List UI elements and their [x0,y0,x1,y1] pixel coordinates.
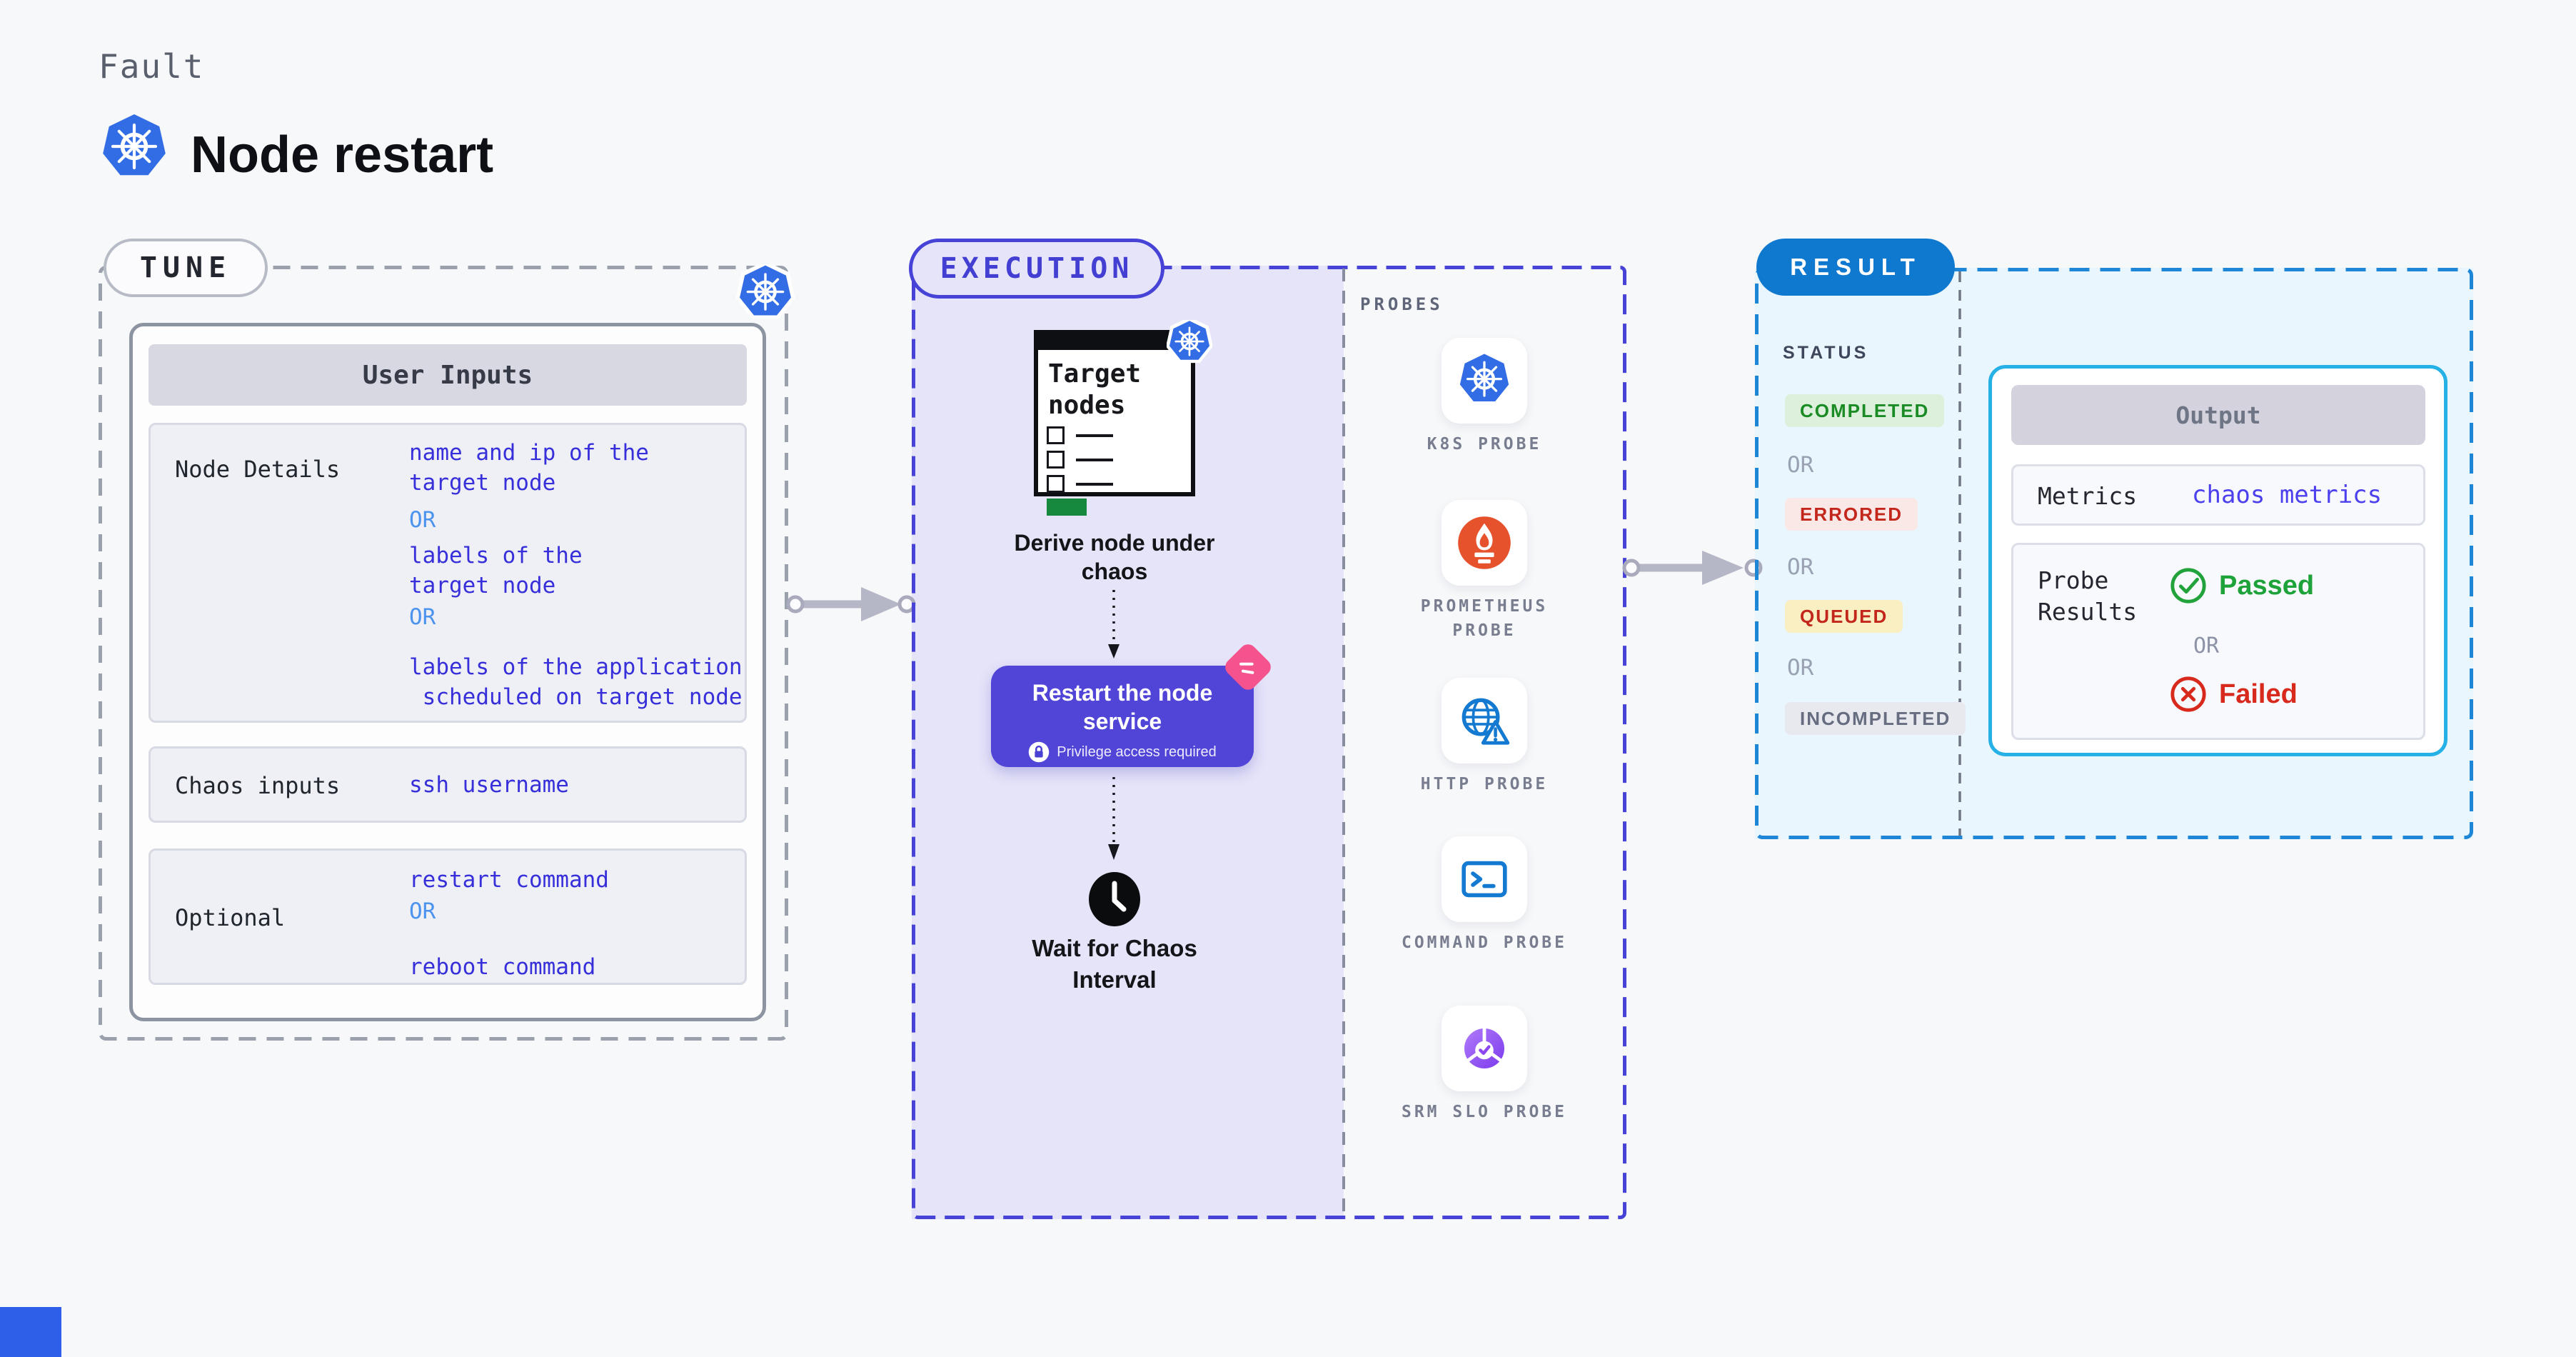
chaos-ribbon-icon [1222,641,1274,693]
status-heading: STATUS [1783,343,1869,363]
input-option: target node [409,470,556,496]
row-label: Optional [175,904,286,931]
row-values: restart command OR reboot command [409,865,745,982]
probe-item-k8s: K8S PROBE [1391,338,1578,456]
input-row-optional: Optional restart command OR reboot comma… [149,848,747,985]
probe-results-row: Probe Results Passed OR Failed [2011,543,2425,740]
flow-arrow-icon [1622,551,1763,585]
lock-icon [1029,741,1050,763]
result-pill: RESULT [1756,239,1955,296]
input-option: name and ip of the [409,440,649,466]
probe-results-label: Probe Results [2038,566,2138,626]
check-circle-icon [2170,568,2206,604]
card-title-bar [1038,334,1191,350]
user-inputs-header: User Inputs [149,344,747,406]
row-values: name and ip of the target node OR labels… [409,438,745,712]
kubernetes-icon [99,113,170,184]
or-label: OR [1787,452,1814,478]
node-checkbox-row [1047,450,1113,469]
probe-item-prometheus: PROMETHEUS PROBE [1391,500,1578,643]
tune-dashed-box [99,266,788,1041]
privilege-note: Privilege access required [991,741,1254,763]
metrics-value: chaos metrics [2192,481,2383,509]
execution-dashed-box [912,266,1626,1219]
restart-step-title: Restart the node service [1032,680,1213,734]
passed-label: Passed [2219,571,2315,601]
probe-card [1442,1006,1527,1091]
slo-donut-check-icon [1464,1027,1504,1068]
probe-label: COMMAND PROBE [1401,933,1567,952]
step-wait-interval: Wait for Chaos Interval [1032,935,1197,993]
metrics-label: Metrics [2038,482,2138,510]
input-row-chaos-inputs: Chaos inputs ssh username [149,746,747,823]
probe-card [1442,836,1527,922]
node-checkbox-row [1047,474,1113,494]
row-label: Chaos inputs [175,772,341,799]
output-header: Output [2011,385,2425,445]
or-label: OR [1787,554,1814,580]
status-badge-completed: COMPLETED [1785,394,1945,427]
output-card: Output Metrics chaos metrics Probe Resul… [1988,365,2447,756]
node-checkbox-row [1047,426,1113,445]
target-nodes-title: Target nodes [1048,359,1142,420]
down-arrow-icon [1108,777,1120,860]
input-option: target node [409,573,556,599]
fault-eyebrow: Fault [99,47,205,86]
probe-label: HTTP PROBE [1420,775,1549,793]
input-option: labels of the [409,543,583,569]
result-dashed-box [1755,268,2473,839]
metrics-row: Metrics chaos metrics [2011,464,2425,526]
status-badge-queued: QUEUED [1785,600,1903,633]
step-derive-node: Derive node under chaos [1014,530,1215,584]
input-row-node-details: Node Details name and ip of the target n… [149,423,747,723]
clock-icon [1089,872,1140,926]
or-label: OR [409,604,436,630]
input-option: labels of the application [409,654,743,680]
or-label: OR [1787,655,1814,681]
status-badge-errored: ERRORED [1785,498,1918,531]
privilege-note-text: Privilege access required [1057,743,1217,760]
status-badge-incompleted: INCOMPLETED [1785,702,1966,735]
restart-node-step: Restart the node service Privilege acces… [991,666,1254,767]
user-inputs-table: User Inputs Node Details name and ip of … [129,323,766,1021]
input-option: restart command [409,867,609,893]
prometheus-icon [1458,516,1511,569]
probe-item-http: HTTP PROBE [1391,678,1578,796]
down-arrow-icon [1108,590,1120,659]
probe-label: K8S PROBE [1427,435,1542,454]
or-label: OR [409,507,436,533]
probe-item-command: COMMAND PROBE [1391,836,1578,955]
input-option: scheduled on target node [409,684,743,710]
kubernetes-icon [736,264,795,323]
node-checklist [1047,426,1113,516]
execution-pill: EXECUTION [909,239,1164,299]
page-title: Node restart [191,126,494,184]
input-option: reboot command [409,954,596,980]
tune-pill: TUNE [104,239,268,297]
globe-warning-icon [1461,698,1510,745]
probe-card [1442,678,1527,763]
or-label: OR [409,898,436,924]
corner-accent-block [0,1307,61,1357]
kubernetes-icon [1167,320,1212,366]
progress-bar [1047,499,1087,516]
probe-label: SRM SLO PROBE [1401,1103,1567,1121]
terminal-icon [1461,861,1507,898]
target-nodes-card: Target nodes [1034,330,1195,516]
or-label: OR [2193,634,2220,659]
kubernetes-icon [1456,353,1512,409]
probe-item-srm-slo: SRM SLO PROBE [1391,1006,1578,1124]
failed-label: Failed [2219,679,2298,709]
probes-heading: PROBES [1360,294,1444,314]
input-option: ssh username [409,772,569,798]
row-label: Node Details [175,456,341,483]
x-circle-icon [2170,676,2206,712]
flow-arrow-icon [786,587,916,621]
probe-card [1442,338,1527,424]
probe-card [1442,500,1527,586]
probe-label: PROMETHEUS PROBE [1420,597,1549,640]
